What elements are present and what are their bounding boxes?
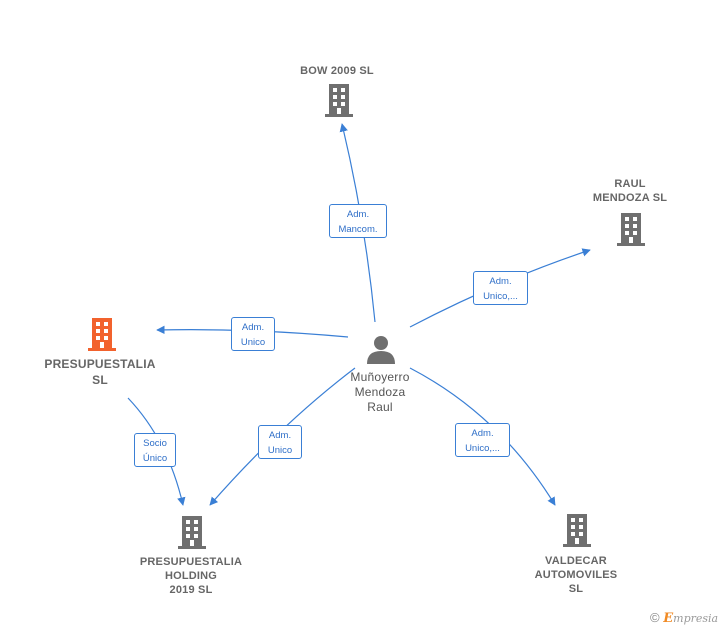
node-bow-label[interactable]: BOW 2009 SL (287, 64, 387, 78)
edge-label-line: Unico,... (465, 443, 500, 454)
holding-label-line: PRESUPUESTALIA (139, 556, 243, 568)
edge-label-to-holding[interactable]: Adm. Unico (258, 425, 302, 459)
edge-label-to-bow[interactable]: Adm. Mancom. (329, 204, 387, 238)
logo-text: mpresia (673, 612, 719, 625)
edge-label-line: Adm. (471, 428, 494, 439)
edge-label-line: Unico (240, 337, 266, 348)
valdecar-building-icon[interactable] (563, 514, 591, 547)
edge-label-to-raul[interactable]: Adm. Unico,... (473, 271, 528, 305)
bow-label-text: BOW 2009 SL (300, 65, 374, 77)
edge-label-line: Unico,... (483, 291, 518, 302)
holding-building-icon[interactable] (178, 516, 206, 549)
edge-label-to-valdecar[interactable]: Adm. Unico,... (455, 423, 510, 457)
edge-label-line: Unico (267, 445, 293, 456)
empresia-logo[interactable]: © Empresia (650, 610, 718, 626)
edge-label-presupuestalia-to-holding[interactable]: Socio Único (134, 433, 176, 467)
node-holding-label[interactable]: PRESUPUESTALIA HOLDING 2019 SL (131, 555, 251, 597)
presupuestalia-label-line: SL (92, 373, 108, 387)
valdecar-label-line: AUTOMOVILES (534, 569, 618, 581)
person-label-line: Muñoyerro (350, 370, 410, 384)
raul-label-line: MENDOZA SL (592, 192, 668, 204)
edge-label-line: Adm. (346, 209, 370, 220)
person-label-line: Raul (367, 400, 393, 414)
edge-label-line: Único (142, 453, 168, 464)
node-presupuestalia-label[interactable]: PRESUPUESTALIA SL (35, 356, 165, 388)
node-raul-label[interactable]: RAUL MENDOZA SL (580, 177, 680, 205)
presupuestalia-building-icon[interactable] (88, 318, 116, 351)
valdecar-label-line: SL (568, 583, 584, 595)
copyright-icon: © (650, 610, 660, 625)
person-label-line: Mendoza (354, 385, 406, 399)
raul-building-icon[interactable] (617, 213, 645, 246)
node-valdecar-label[interactable]: VALDECAR AUTOMOVILES SL (516, 554, 636, 596)
presupuestalia-label-line: PRESUPUESTALIA (44, 357, 156, 371)
edge-label-line: Adm. (268, 430, 292, 441)
node-person-label[interactable]: Muñoyerro Mendoza Raul (330, 370, 430, 415)
edge-label-to-presupuestalia[interactable]: Adm. Unico (231, 317, 275, 351)
holding-label-line: HOLDING (164, 570, 218, 582)
raul-label-line: RAUL (614, 178, 646, 190)
logo-letter: E (663, 611, 674, 626)
edge-label-line: Mancom. (338, 224, 378, 235)
edge-label-line: Socio (143, 438, 167, 449)
bow-building-icon[interactable] (325, 84, 353, 117)
holding-label-line: 2019 SL (169, 584, 213, 596)
person-icon[interactable] (367, 336, 395, 364)
edge-label-line: Adm. (489, 276, 512, 287)
valdecar-label-line: VALDECAR (545, 555, 607, 567)
edge-label-line: Adm. (241, 322, 265, 333)
